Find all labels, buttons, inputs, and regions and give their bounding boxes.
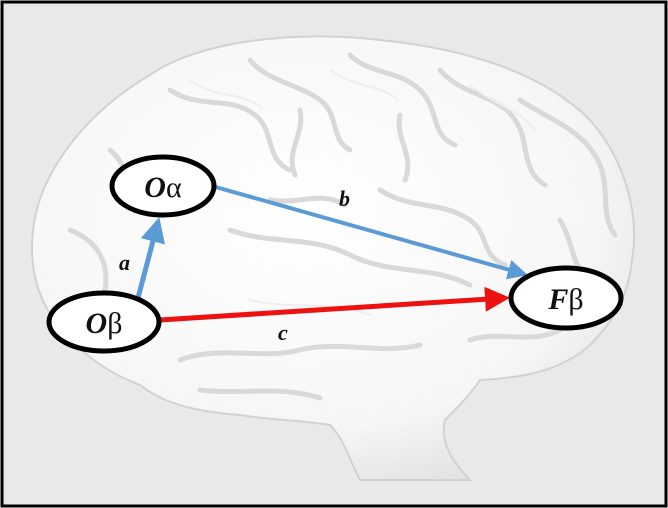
edge-c-label: c (278, 320, 288, 345)
node-f-beta-symbol: β (568, 283, 583, 316)
node-o-alpha-letter: O (144, 171, 166, 204)
svg-text:Fβ: Fβ (547, 283, 583, 316)
svg-text:Oα: Oα (144, 171, 182, 204)
node-o-beta: Oβ (46, 290, 162, 354)
node-o-beta-symbol: β (107, 307, 122, 340)
node-f-beta-letter: F (547, 283, 568, 316)
node-o-alpha: Oα (109, 154, 217, 218)
edge-b-label: b (339, 186, 350, 211)
edge-a-label: a (119, 250, 130, 275)
edges (135, 184, 528, 323)
node-f-beta: Fβ (508, 265, 624, 331)
edge-c-arrow (159, 286, 510, 323)
node-o-beta-letter: O (86, 307, 108, 340)
node-o-alpha-symbol: α (166, 171, 182, 204)
edge-a-arrow (135, 217, 165, 299)
edge-b-arrow (211, 184, 528, 280)
svg-text:Oβ: Oβ (86, 307, 123, 340)
